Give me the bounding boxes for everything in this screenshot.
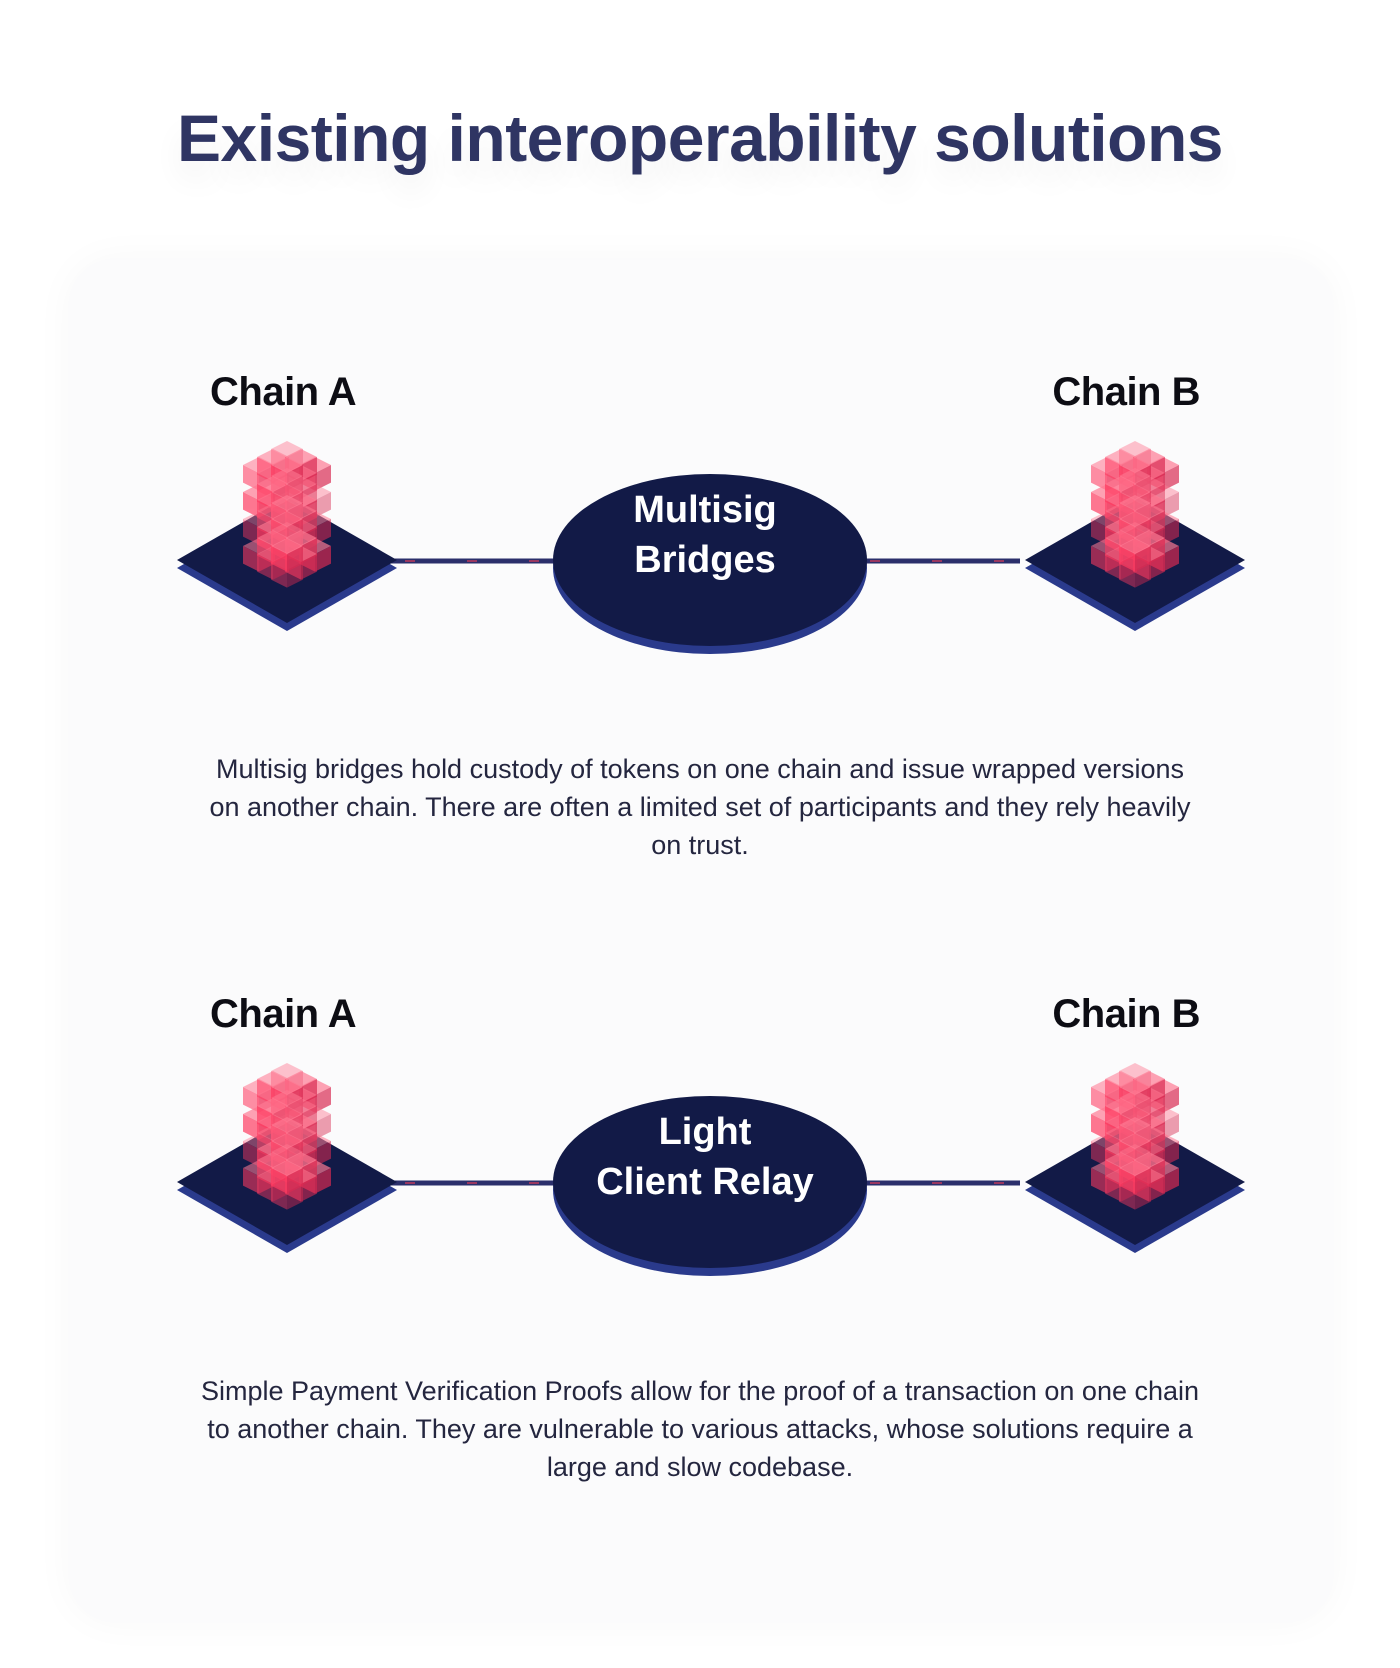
- cube-cluster: [243, 1063, 331, 1210]
- chain-a-label: Chain A: [210, 992, 357, 1036]
- section-light-client-relay: Chain A Chain B Light Client Relay Simpl…: [0, 992, 1400, 1512]
- cube-cluster: [1091, 1063, 1179, 1210]
- cube-cluster: [243, 441, 331, 588]
- hub-label: Light Client Relay: [596, 1111, 814, 1203]
- page-title: Existing interoperability solutions: [177, 101, 1223, 175]
- chain-a-node: [177, 441, 397, 631]
- hub-label: Multisig Bridges: [633, 489, 777, 581]
- chain-b-node: [1025, 441, 1245, 631]
- section-description: Simple Payment Verification Proofs allow…: [200, 1376, 1200, 1482]
- cube-cluster: [1091, 441, 1179, 588]
- chain-b-node: [1025, 1063, 1245, 1253]
- bridge-diagram: [177, 441, 1245, 654]
- block-cube: [1119, 1160, 1151, 1194]
- block-cube: [271, 538, 303, 572]
- section-description: Multisig bridges hold custody of tokens …: [209, 754, 1191, 860]
- relay-diagram: [177, 1063, 1245, 1276]
- chain-b-label: Chain B: [1052, 370, 1200, 414]
- block-cube: [271, 1160, 303, 1194]
- chain-b-label: Chain B: [1052, 992, 1200, 1036]
- chain-a-label: Chain A: [210, 370, 357, 414]
- chain-a-node: [177, 1063, 397, 1253]
- section-multisig-bridges: Chain A Chain B Multisig Bridges Multisi…: [0, 370, 1400, 890]
- block-cube: [1119, 538, 1151, 572]
- hub-ellipse: [553, 1096, 867, 1276]
- hub-ellipse: [553, 474, 867, 654]
